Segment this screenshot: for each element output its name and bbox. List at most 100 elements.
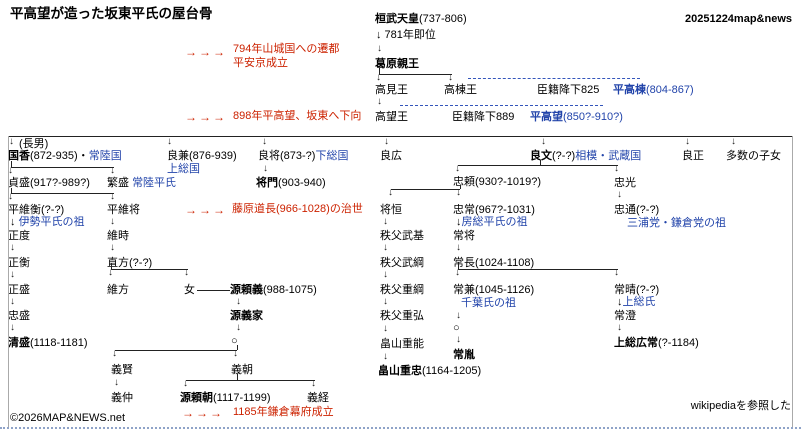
connector-arrow-down: ↓ (110, 165, 115, 176)
node-masakado-text: (903-940) (278, 177, 326, 189)
connector-arrow-down: ↓ (614, 267, 619, 278)
node-tadayori: 忠頼(930?-1019?) (453, 176, 541, 188)
label-boso-heishi-text: ↓ (456, 216, 462, 228)
node-onna: 女 (184, 284, 195, 296)
label-chiba-shi-text: 千葉氏の祖 (461, 297, 516, 309)
event-898-text: 898年平高望、坂東へ下向 (233, 110, 361, 122)
connector-arrow-down: ↓ (685, 136, 690, 147)
node-kiyomori-text: 清盛 (8, 337, 30, 349)
node-chichibu-shigehiro: 秩父重弘 (380, 310, 424, 322)
connector-arrow-down: ↓ (456, 334, 461, 345)
red-arrows-michinaga: →→→ (185, 203, 227, 217)
connector-arrow-down: ↓ (114, 377, 119, 388)
note-781-sokui-text: ↓ 781年即位 (376, 29, 436, 41)
node-tadayori-text: 忠頼(930?-1019?) (453, 176, 542, 188)
node-kunika-text: 常陸国 (88, 150, 122, 162)
connector-arrow-down: ↓ (112, 348, 117, 359)
event-898-text-text: 898年平高望、坂東へ下向 (233, 110, 362, 122)
connector-arrow-down: ↓ (455, 267, 460, 278)
node-korehira-text: 平維衡(?-?) (8, 204, 65, 216)
note-shinseki-889-text: 臣籍降下889 (452, 111, 515, 123)
connector-arrow-down: ↓ (617, 189, 622, 200)
imperial-descent-dashed-line (468, 78, 640, 79)
node-yoshimasa: 良将(873-?)下総国 (258, 150, 348, 162)
event-794-text2-text: 平安京成立 (233, 57, 288, 69)
node-taira-takamune-text: (804-867) (646, 84, 694, 96)
red-arrows-898: →→→ (185, 110, 227, 124)
node-sadamori: 貞盛(917?-989?) (8, 177, 90, 189)
node-kazusa-hirotsune-text: (?-1184) (658, 337, 699, 349)
connector-arrow-down: ↓ (377, 96, 382, 107)
connector-arrow-down: ↓ (263, 163, 268, 174)
node-sadamori-text: 貞盛(917?-989?) (8, 177, 90, 189)
source-note: wikipediaを参照した (690, 400, 791, 412)
node-yoshikata-text: 義賢 (111, 364, 133, 376)
node-masamori-text: 正盛 (8, 284, 30, 296)
node-yoshikata: 義賢 (111, 364, 133, 376)
node-kazurahara-shinno-text: 葛原親王 (375, 58, 419, 70)
red-arrows-1185: →→→ (182, 406, 224, 420)
node-yoshimasa-2: 良正 (682, 150, 704, 162)
connector-arrow-down: ↓ (383, 216, 388, 227)
node-minamoto-yoriyoshi: 源頼義(988-1075) (230, 284, 317, 296)
node-kiyomori-text: (1118-1181) (30, 337, 88, 349)
connector-arrow-down: ↓ (110, 191, 115, 202)
node-naokata: 直方(?-?) (107, 257, 152, 269)
node-taira-takamune: 平高棟(804-867) (613, 84, 694, 96)
node-tadamitsu-text: 忠光 (614, 177, 636, 189)
node-yoshitsune: 義経 (307, 392, 329, 404)
node-tsunezumi: 常澄 (614, 310, 636, 322)
node-tsunemasa-text: 常将 (453, 230, 475, 242)
event-794-text2: 平安京成立 (233, 57, 288, 69)
label-boso-heishi: ↓房総平氏の祖 (456, 216, 528, 228)
node-chichibu-taketsuna-text: 秩父武綱 (380, 257, 424, 269)
connector-arrow-down: ↓ (456, 310, 461, 321)
connector-arrow-down: ↓ (731, 136, 736, 147)
connector-arrow-down: ↓ (8, 191, 13, 202)
node-korehira: 平維衡(?-?) (8, 204, 64, 216)
connector-arrow-down: ↓ (311, 378, 316, 389)
node-tadatsune: 忠常(967?-1031) (453, 204, 535, 216)
event-1185-text: 1185年鎌倉幕府成立 (233, 406, 334, 418)
label-ise-heishi-text: 伊勢平氏の祖 (18, 216, 85, 228)
node-shigemori-text: 常陸平氏 (132, 177, 177, 189)
connector-line-horizontal (379, 74, 452, 75)
node-tadamori: 忠盛 (8, 310, 30, 322)
node-tsunekane-text: 常兼(1045-1126) (453, 284, 535, 296)
connector-line-vertical (458, 263, 459, 269)
node-hatakeyama-shigeyoshi-text: 畠山重能 (380, 338, 424, 350)
connector-arrow-down: ↓ (384, 136, 389, 147)
label-miura-kamakura: 三浦党・鎌倉党の祖 (627, 217, 726, 229)
connector-arrow-down: ↓ (617, 322, 622, 333)
node-koretoki-text: 維時 (107, 230, 129, 242)
node-korekata-text: 維方 (107, 284, 129, 296)
label-kazusa-koku: 上総国 (167, 163, 200, 175)
label-ise-heishi-text: ↓ (10, 216, 19, 228)
node-tadamori-text: 忠盛 (8, 310, 30, 322)
node-masanori: 正度 (8, 230, 30, 242)
label-chonan: (長男) (19, 138, 48, 150)
connector-line-vertical (111, 263, 112, 269)
note-shinseki-889: 臣籍降下889 (452, 111, 514, 123)
node-masakado: 将門(903-940) (256, 177, 326, 189)
copyright-note: ©2026MAP&NEWS.net (10, 412, 126, 424)
node-yoshitomo: 義朝 (231, 364, 253, 376)
node-kanmu-tenno: 桓武天皇(737-806) (375, 13, 467, 25)
node-masatsune: 将恒 (380, 204, 402, 216)
node-yoshimasa-text: 下総国 (315, 150, 349, 162)
node-minamoto-yoriyoshi-text: (988-1075) (263, 284, 317, 296)
connector-arrow-down: ↓ (448, 72, 453, 83)
node-tsunemasa: 常将 (453, 230, 475, 242)
node-masatsune-text: 将恒 (380, 204, 402, 216)
event-michinaga-text-text: 藤原道長(966-1028)の治世 (232, 203, 363, 215)
connector-arrow-down: ↓ (383, 242, 388, 253)
connector-arrow-down: ↓ (614, 163, 619, 174)
connector-line-horizontal (11, 193, 114, 194)
node-tsuneharu-text: 常晴(?-?) (614, 284, 660, 296)
node-tsunenaga: 常長(1024-1108) (453, 257, 534, 269)
connector-arrow-down: ↓ (108, 267, 113, 278)
node-hatakeyama-shigeyoshi: 畠山重能 (380, 338, 424, 350)
note-shinseki-825-text: 臣籍降下825 (537, 84, 600, 96)
connector-arrow-down: ↓ (383, 296, 388, 307)
node-yoshikane-text: 良兼(876-939) (167, 150, 237, 162)
